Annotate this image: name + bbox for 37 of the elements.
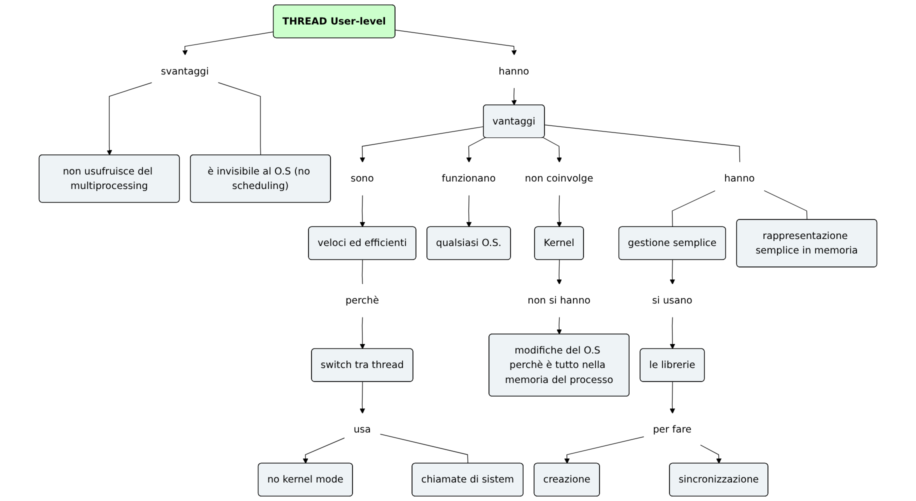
node-text: svantaggi (160, 65, 209, 77)
connector (764, 190, 808, 220)
node-text: usa (354, 424, 371, 436)
node-text: hanno (724, 172, 755, 184)
arrow (466, 137, 486, 163)
arrow (511, 88, 517, 106)
arrow (302, 438, 346, 464)
node-text: hanno (498, 65, 530, 77)
node-text: funzionano (442, 172, 496, 184)
arrow (182, 32, 274, 56)
arrow (360, 126, 484, 163)
node-text: non coinvolge (524, 172, 594, 184)
arrow (564, 436, 644, 464)
node-text: non si hanno (528, 294, 590, 306)
node-text: per fare (652, 424, 692, 436)
arrow (360, 316, 366, 350)
arrow (106, 82, 152, 156)
arrow (360, 382, 366, 414)
arrow (670, 382, 676, 414)
node-text: si usano (652, 294, 692, 306)
connector (362, 260, 363, 285)
arrow (556, 260, 562, 285)
arrow (556, 316, 562, 335)
node-text: perchè (345, 294, 379, 306)
arrow (556, 195, 562, 228)
arrow (360, 195, 366, 228)
connector (380, 434, 468, 464)
arrow (466, 195, 472, 228)
connector (672, 190, 716, 228)
arrow (700, 444, 722, 464)
arrow (670, 316, 676, 350)
arrow (670, 260, 676, 285)
connector (544, 124, 740, 163)
node-text: sono (350, 172, 374, 184)
arrow (542, 137, 562, 163)
connector (218, 82, 262, 156)
arrow (395, 30, 517, 56)
